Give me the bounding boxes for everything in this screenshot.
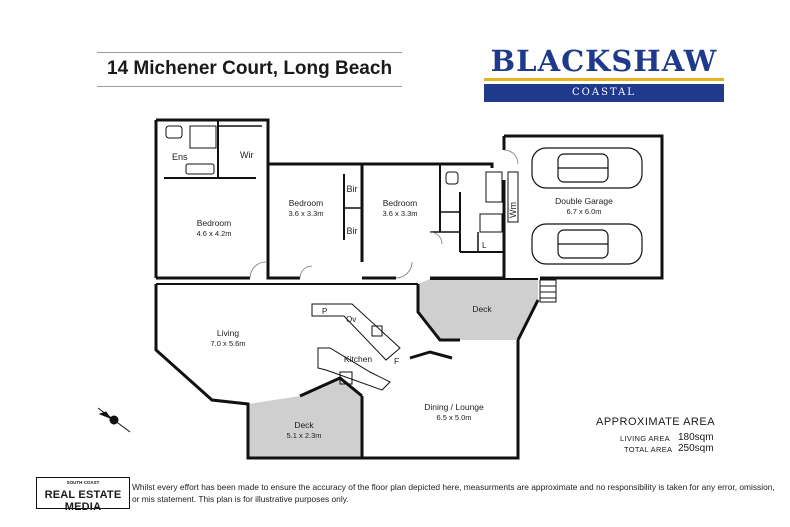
fixtures [165,125,557,391]
brand-rule [484,78,724,81]
room-label-l: L [482,241,487,250]
room-label-wir: Wir [240,150,254,160]
room-size-dining: 6.5 x 5.0m [436,413,471,422]
room-label-bir2: Bir [347,226,358,236]
approx-area-block: APPROXIMATE AREA LIVING AREA 180sqm TOTA… [596,416,746,454]
title-rule-bottom [97,86,402,87]
walls [154,118,664,460]
footer-logo-main: REAL ESTATE MEDIA [44,489,122,513]
room-label-f: F [394,356,399,366]
car-icon [531,223,643,265]
compass-icon [97,407,131,433]
room-label-garage: Double Garage [555,196,613,206]
deck-lower-fill [248,378,362,458]
room-label-wm: Wm [508,202,518,218]
room-label-deck-lower: Deck [294,420,314,430]
title-rule-top [97,52,402,53]
room-label-bir1: Bir [347,184,358,194]
footer-logo: SOUTH COAST REAL ESTATE MEDIA [36,477,130,513]
room-label-bedroom3: Bedroom [383,198,418,208]
living-area-value: 180sqm [678,432,714,443]
room-size-living: 7.0 x 5.6m [210,339,245,348]
room-size-bedroom1: 4.6 x 4.2m [196,229,231,238]
area-title: APPROXIMATE AREA [596,416,716,428]
room-label-dining: Dining / Lounge [424,402,484,412]
brand-logo: BLACKSHAW COASTAL [484,44,724,102]
room-size-deck-lower: 5.1 x 2.3m [286,431,321,440]
brand-name: BLACKSHAW [490,44,718,78]
room-label-deck-upper: Deck [472,304,492,314]
room-label-bedroom2: Bedroom [289,198,324,208]
total-area-value: 250sqm [678,443,714,454]
disclaimer: Whilst every effort has been made to ens… [132,482,775,504]
footer-logo-top: SOUTH COAST [66,480,100,485]
room-label-ov: Ov [346,315,356,324]
room-label-ens: Ens [172,152,188,162]
room-size-bedroom2: 3.6 x 3.3m [288,209,323,218]
room-label-p: P [322,307,327,316]
room-label-kitchen: Kitchen [344,354,373,364]
room-size-garage: 6.7 x 6.0m [566,207,601,216]
total-area-label: TOTAL AREA [624,445,673,454]
living-area-label: LIVING AREA [620,434,670,443]
page-title: 14 Michener Court, Long Beach [107,58,393,79]
door-swings [249,149,519,279]
deck-upper-fill [418,279,538,340]
brand-sub: COASTAL [484,84,724,102]
car-icon [531,147,643,189]
room-size-bedroom3: 3.6 x 3.3m [382,209,417,218]
room-label-living: Living [217,328,239,338]
room-label-bedroom1: Bedroom [197,218,232,228]
title-block: 14 Michener Court, Long Beach [97,52,402,88]
